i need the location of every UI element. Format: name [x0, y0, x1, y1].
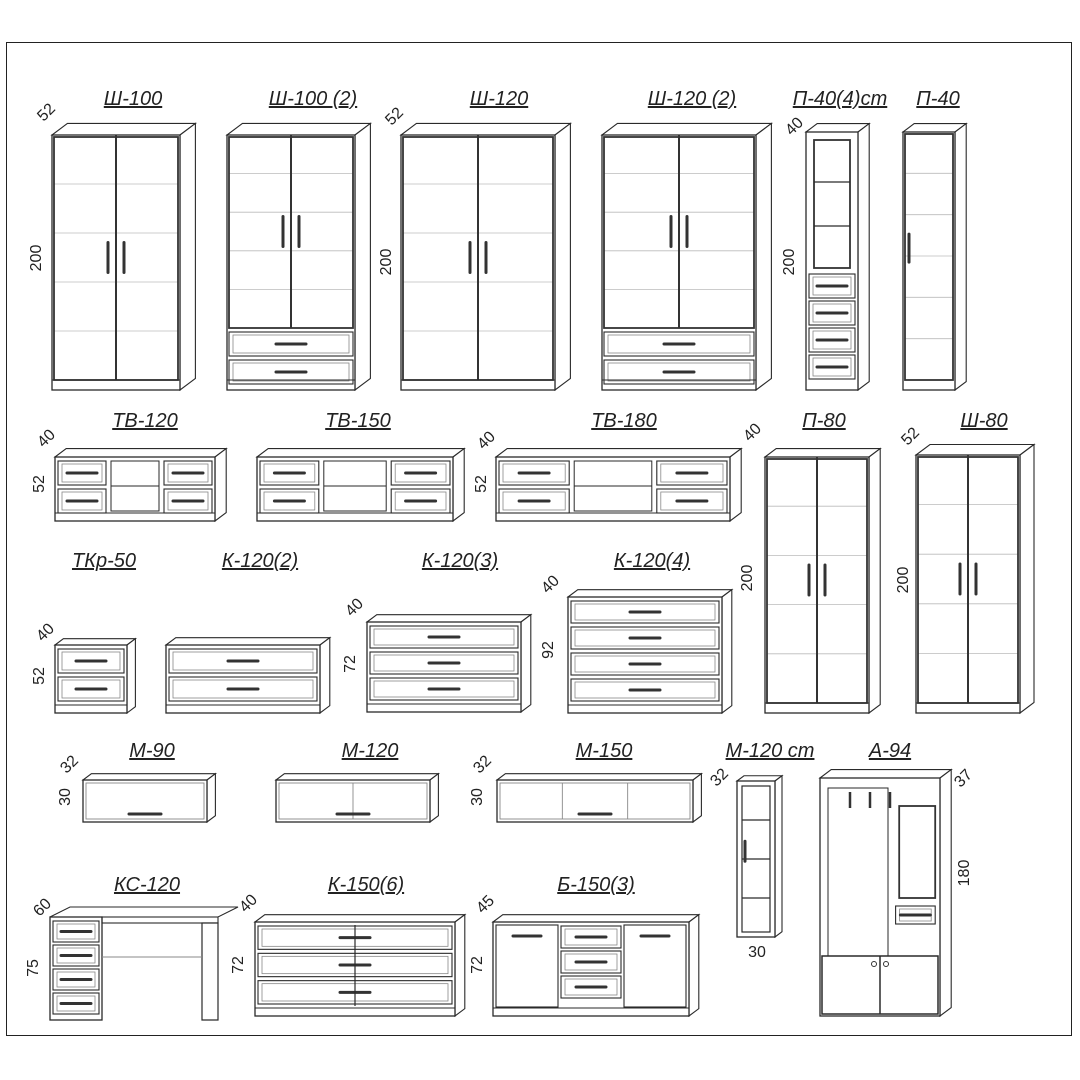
- cabinet-p-40: [902, 131, 956, 391]
- dim-height: 52: [31, 475, 48, 493]
- wardrobe-p-80-side: [868, 447, 881, 715]
- tv-stand-tv-150-side: [452, 447, 465, 523]
- chest-k-120-2-side: [319, 636, 331, 715]
- sideboard-b-150-3-top: [491, 914, 701, 923]
- label-tv-180: ТВ-180: [591, 410, 657, 432]
- shelf-m-120-st-side: [774, 774, 783, 939]
- wardrobe-sh-120-side: [554, 122, 571, 392]
- chest-tkr-50-top: [53, 638, 138, 646]
- wardrobe-sh-120-2-top: [600, 122, 774, 136]
- wall-cabinet-m-150-side: [692, 772, 702, 824]
- label-p-80: П-80: [802, 410, 846, 432]
- wall-cabinet-m-120-top: [274, 773, 441, 781]
- knob-mark: [871, 961, 877, 967]
- cabinet-p-40-4st-side: [857, 122, 870, 392]
- dim-height: 200: [895, 566, 912, 594]
- dim-height: 92: [540, 641, 557, 659]
- label-m-120-st: М-120 ст: [725, 740, 815, 762]
- dim-height: 30: [469, 788, 486, 806]
- label-sh-120: Ш-120: [469, 88, 529, 110]
- wardrobe-p-80-top: [763, 448, 882, 458]
- label-tv-120: ТВ-120: [112, 410, 178, 432]
- label-ks-120: КС-120: [113, 874, 181, 896]
- knob-mark: [883, 961, 889, 967]
- label-p-40: П-40: [916, 88, 960, 110]
- dim-height: 200: [28, 244, 45, 272]
- tv-stand-tv-150-top: [255, 448, 466, 458]
- hallway-unit-a-94-top: [818, 769, 953, 779]
- hallway-unit-a-94-side: [939, 768, 952, 1018]
- dim-height: 75: [25, 959, 42, 977]
- desk-ks-120-top: [49, 906, 239, 918]
- label-p-40-4st: П-40(4)ст: [792, 88, 888, 110]
- chest-k-150-6-top: [253, 914, 467, 923]
- chest-k-120-2: [165, 644, 321, 714]
- tv-stand-tv-180-top: [494, 448, 743, 458]
- label-tv-150: ТВ-150: [325, 410, 391, 432]
- wall-cabinet-m-90-top: [81, 773, 218, 781]
- wardrobe-sh-100-2-side: [354, 122, 371, 392]
- label-sh-80: Ш-80: [960, 410, 1008, 432]
- label-sh-100-2: Ш-100 (2): [268, 88, 358, 110]
- label-sh-100: Ш-100: [103, 88, 163, 110]
- wardrobe-sh-80-side: [1019, 443, 1035, 715]
- cabinet-p-40-side: [954, 122, 967, 392]
- desk-ks-120-leg: [201, 922, 219, 1021]
- wardrobe-sh-100-2-top: [225, 122, 373, 136]
- chest-k-120-4-side: [721, 588, 733, 715]
- wall-cabinet-m-150-top: [495, 773, 704, 781]
- wardrobe-sh-120-2-side: [755, 122, 772, 392]
- dim-height: 72: [342, 655, 359, 673]
- chest-tkr-50-side: [126, 637, 136, 715]
- dim-height: 180: [956, 859, 973, 887]
- chest-k-120-4-top: [566, 589, 734, 598]
- label-m-120: М-120: [341, 740, 399, 762]
- dim-width: 30: [748, 944, 766, 961]
- wardrobe-sh-80-top: [914, 443, 1036, 456]
- sideboard-b-150-3-side: [688, 913, 700, 1018]
- label-a-94: А-94: [868, 740, 912, 762]
- dim-height: 200: [378, 248, 395, 276]
- dim-height: 52: [31, 667, 48, 685]
- wall-cabinet-m-120-side: [429, 772, 439, 824]
- chest-k-120-3-top: [365, 614, 533, 623]
- tv-stand-tv-180-side: [729, 447, 742, 523]
- wardrobe-sh-120-top: [399, 122, 573, 136]
- label-m-90: М-90: [129, 740, 175, 762]
- dim-height: 72: [230, 956, 247, 974]
- label-k-120-3: К-120(3): [421, 550, 499, 572]
- chest-k-120-2-top: [164, 637, 332, 646]
- wall-cabinet-m-150: [496, 779, 694, 823]
- dim-height: 52: [473, 475, 490, 493]
- label-k-150-6: К-150(6): [327, 874, 405, 896]
- dim-height: 200: [781, 248, 798, 276]
- wall-cabinet-m-90: [82, 779, 208, 823]
- wall-cabinet-m-90-side: [206, 772, 216, 824]
- label-k-120-4: К-120(4): [613, 550, 691, 572]
- chest-tkr-50: [54, 644, 128, 714]
- wardrobe-sh-100-top: [50, 122, 198, 136]
- label-tkr-50: ТКр-50: [71, 550, 137, 572]
- dim-height: 200: [739, 564, 756, 592]
- chest-k-150-6-side: [454, 913, 466, 1018]
- chest-k-120-3-side: [520, 613, 532, 714]
- tv-stand-tv-120-side: [214, 447, 227, 523]
- wardrobe-sh-100-side: [179, 122, 196, 392]
- dim-height: 30: [57, 788, 74, 806]
- dim-height: 72: [469, 956, 486, 974]
- tv-stand-tv-120-top: [53, 448, 228, 458]
- label-k-120-2: К-120(2): [221, 550, 299, 572]
- label-b-150-3: Б-150(3): [557, 874, 635, 896]
- label-m-150: М-150: [575, 740, 633, 762]
- label-sh-120-2: Ш-120 (2): [647, 88, 737, 110]
- chest-k-120-4: [567, 596, 723, 714]
